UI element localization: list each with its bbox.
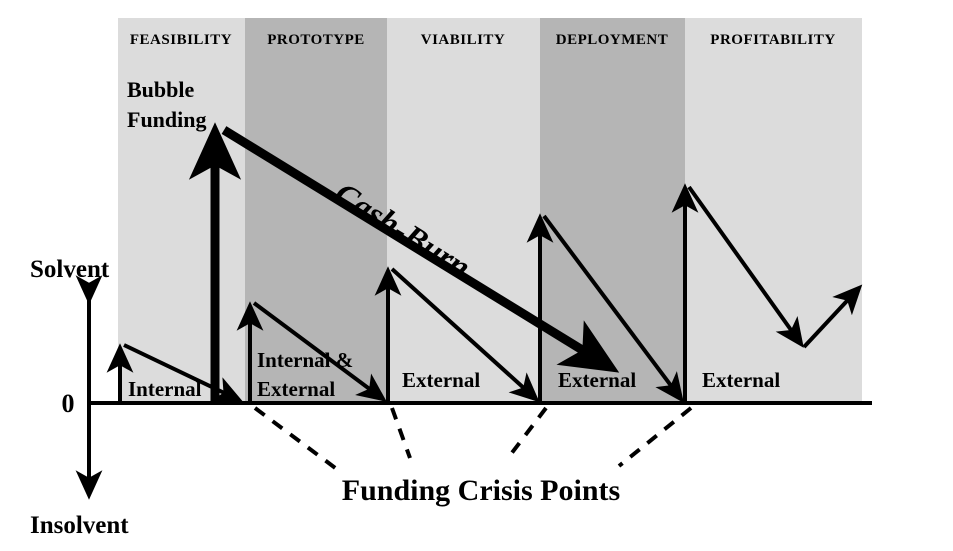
solvent-label: Solvent — [30, 256, 110, 283]
crisis-leader-3 — [506, 406, 548, 460]
crisis-leader-1 — [253, 406, 340, 472]
crisis-leader-lines — [253, 406, 693, 472]
phase-label-profitability: PROFITABILITY — [710, 32, 835, 48]
insolvent-label: Insolvent — [30, 512, 129, 539]
funding-source-label-internal-external-line2: External — [257, 377, 335, 401]
crisis-leader-4 — [617, 406, 693, 468]
funding-crisis-points-label: Funding Crisis Points — [342, 474, 620, 507]
funding-source-label-internal: Internal — [128, 377, 202, 401]
funding-source-label-internal-external-line1: Internal & — [257, 348, 353, 372]
funding-source-label-external-viability: External — [402, 368, 480, 392]
phase-band-profitability — [685, 18, 862, 403]
burn-decline-5 — [687, 185, 804, 348]
phase-label-prototype: PROTOTYPE — [267, 32, 365, 48]
bubble-funding-label-line2: Funding — [127, 107, 207, 132]
burn-decline-2 — [252, 301, 387, 402]
funding-cycle-curves — [106, 183, 863, 403]
burn-decline-3 — [390, 267, 540, 403]
cash-burn-arrow — [221, 126, 620, 373]
burn-decline-1 — [123, 343, 244, 403]
funding-source-label-external-profitability: External — [702, 368, 780, 392]
phase-labels: FEASIBILITY PROTOTYPE VIABILITY DEPLOYME… — [130, 32, 835, 48]
phase-band-viability — [387, 18, 540, 403]
phase-band-deployment — [540, 18, 685, 403]
funding-source-label-external-deployment: External — [558, 368, 636, 392]
bubble-funding-label-line1: Bubble — [127, 77, 194, 102]
zero-axis-label: 0 — [62, 389, 75, 418]
phase-label-viability: VIABILITY — [421, 32, 506, 48]
phase-bands — [118, 18, 862, 403]
phase-label-feasibility: FEASIBILITY — [130, 32, 232, 48]
burn-decline-4 — [542, 214, 684, 403]
phase-label-deployment: DEPLOYMENT — [556, 32, 669, 48]
profitability-recovery — [802, 284, 863, 349]
phase-band-feasibility — [118, 18, 245, 403]
crisis-leader-2 — [390, 407, 412, 459]
